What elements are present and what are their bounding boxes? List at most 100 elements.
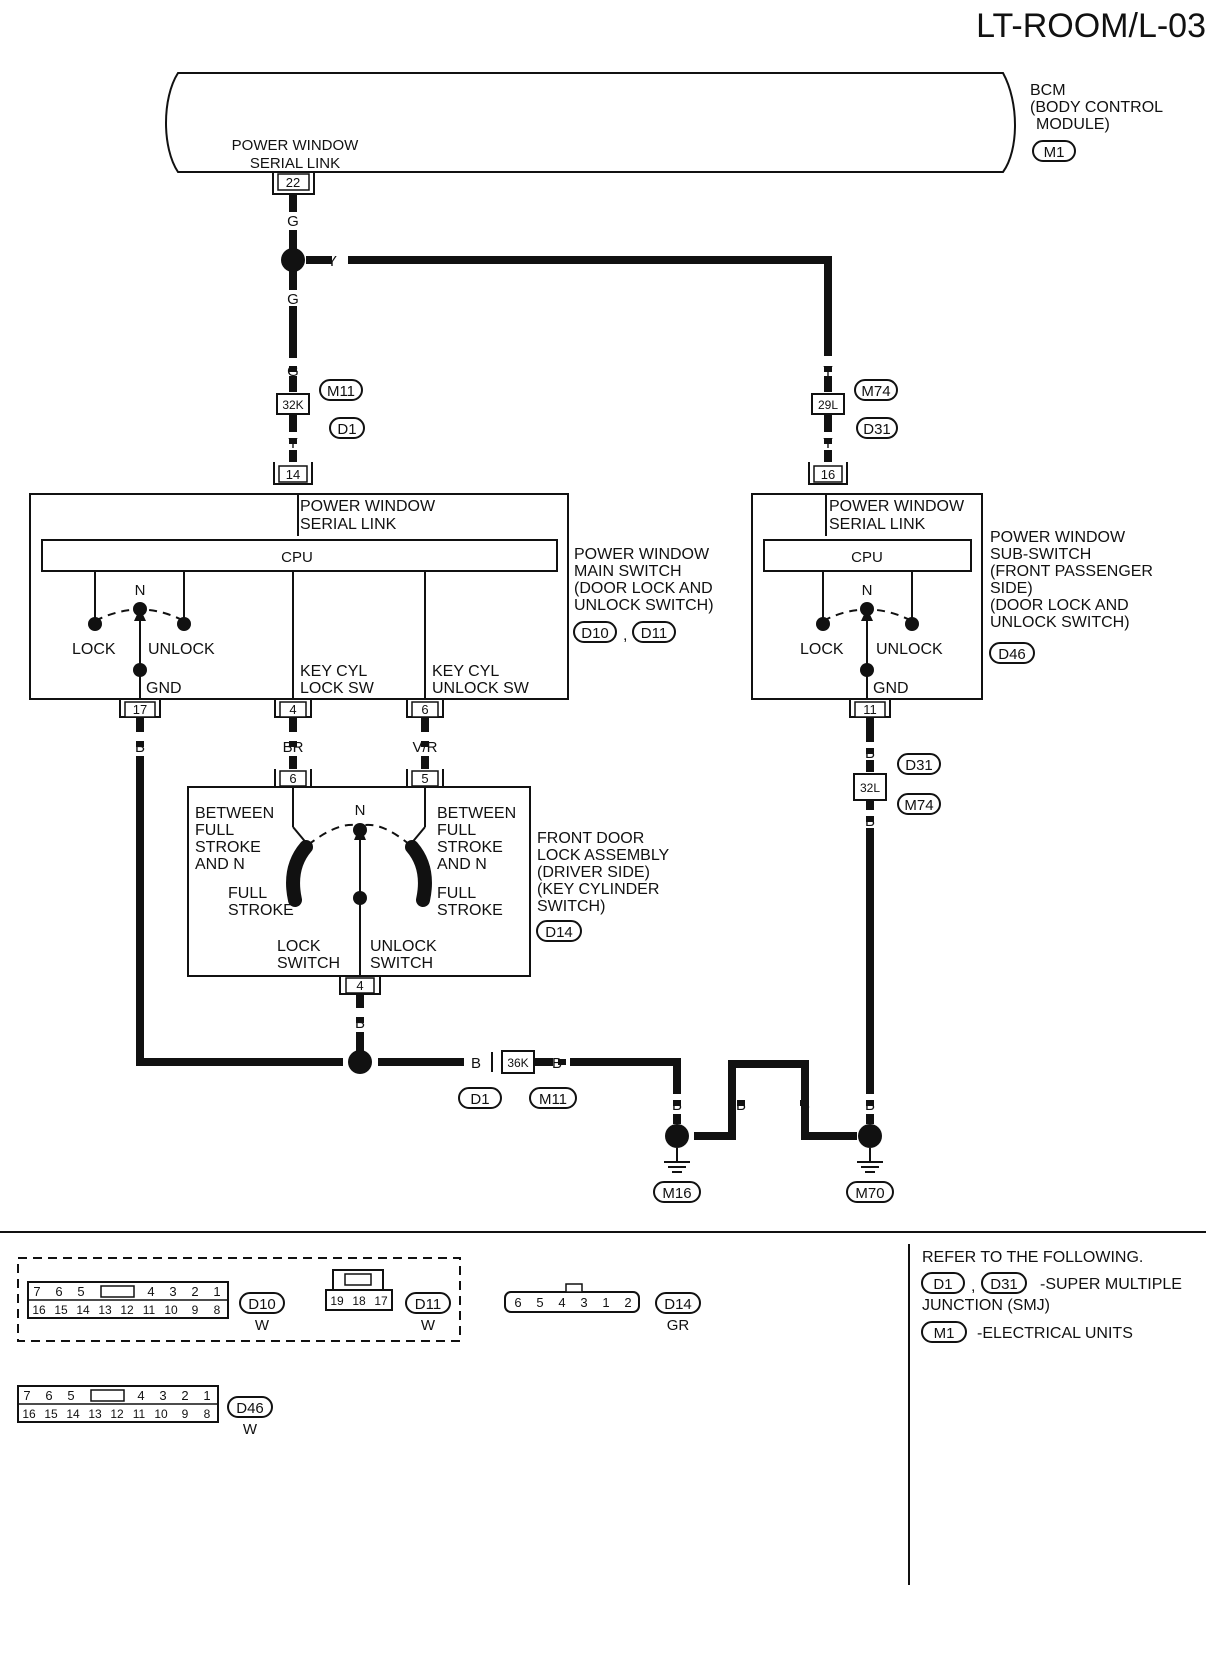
door-full-stroke-right: FULL: [437, 885, 476, 902]
svg-text:D31: D31: [905, 757, 933, 774]
svg-text:6: 6: [289, 771, 296, 786]
main-switch-name-3: (DOOR LOCK AND: [574, 580, 713, 597]
svg-text:13: 13: [98, 1303, 112, 1317]
main-serial-link: POWER WINDOW: [300, 498, 436, 515]
bcm-name-3: MODULE): [1036, 116, 1110, 133]
svg-text:4: 4: [289, 702, 296, 717]
svg-text:W: W: [243, 1421, 258, 1438]
junction-29l: 29L M74 D31: [811, 379, 898, 439]
svg-text:14: 14: [286, 467, 300, 482]
refer-eu-tag: M1: [921, 1321, 967, 1343]
svg-text:4: 4: [147, 1284, 154, 1299]
splice-node-g-y: [281, 248, 305, 272]
door-full-stroke-right-2: STROKE: [437, 902, 503, 919]
svg-text:G: G: [287, 291, 299, 308]
door-full-stroke-left: FULL: [228, 885, 267, 902]
svg-text:32L: 32L: [860, 781, 880, 795]
svg-text:D1: D1: [933, 1276, 952, 1293]
wire-color-labels: G Y G G Y Y Y B BR V/R B B B B B B B B B: [135, 213, 875, 1114]
door-right-between-4: AND N: [437, 856, 487, 873]
terminal-17: 17: [119, 699, 161, 718]
d10-top-pins: 7 6 5 4 3 2 1: [33, 1284, 220, 1299]
svg-text:,: ,: [971, 1278, 975, 1295]
svg-text:V/R: V/R: [412, 739, 437, 756]
svg-text:W: W: [255, 1317, 270, 1334]
svg-text:2: 2: [624, 1295, 631, 1310]
bcm-connector-tag: M1: [1032, 140, 1076, 162]
svg-text:1: 1: [602, 1295, 609, 1310]
wire-lines: [136, 194, 874, 1140]
svg-text:7: 7: [33, 1284, 40, 1299]
svg-text:D11: D11: [415, 1296, 441, 1313]
main-cpu-label: CPU: [281, 549, 313, 566]
door-lock-box: [187, 786, 531, 977]
svg-text:4: 4: [356, 978, 363, 993]
svg-text:10: 10: [164, 1303, 178, 1317]
bcm-name-2: (BODY CONTROL: [1030, 99, 1163, 116]
door-left-between-3: STROKE: [195, 839, 261, 856]
svg-text:11: 11: [133, 1407, 146, 1421]
terminal-4-door: 4: [339, 976, 381, 995]
svg-text:17: 17: [374, 1294, 388, 1308]
svg-text:D31: D31: [990, 1276, 1018, 1293]
sub-switch-name-2: SUB-SWITCH: [990, 546, 1091, 563]
svg-text:18: 18: [352, 1294, 366, 1308]
terminal-4-main: 4: [274, 699, 312, 718]
wire-marks: [136, 238, 874, 1106]
svg-text:16: 16: [32, 1303, 46, 1317]
main-switch-name-4: UNLOCK SWITCH): [574, 597, 714, 614]
svg-text:B: B: [865, 745, 875, 762]
sub-serial-link-2: SERIAL LINK: [829, 516, 926, 533]
svg-text:GR: GR: [667, 1317, 690, 1334]
svg-text:Y: Y: [823, 363, 833, 380]
sub-serial-link: POWER WINDOW: [829, 498, 965, 515]
junction-36k: 36K D1 M11: [458, 1050, 577, 1109]
sub-gnd-label: GND: [873, 680, 909, 697]
svg-text:1: 1: [213, 1284, 220, 1299]
door-lock-name-2: LOCK ASSEMBLY: [537, 847, 670, 864]
refer-eu-text: -ELECTRICAL UNITS: [977, 1325, 1133, 1342]
svg-text:5: 5: [67, 1388, 74, 1403]
svg-text:B: B: [355, 1015, 365, 1032]
svg-text:D1: D1: [470, 1091, 489, 1108]
svg-text:11: 11: [143, 1303, 156, 1317]
svg-text:17: 17: [133, 702, 147, 717]
sub-switch-name-5: (DOOR LOCK AND: [990, 597, 1129, 614]
sub-switch-name-3: (FRONT PASSENGER: [990, 563, 1153, 580]
svg-text:29L: 29L: [818, 398, 838, 412]
svg-text:B: B: [736, 1097, 746, 1114]
svg-text:G: G: [287, 213, 299, 230]
svg-text:3: 3: [169, 1284, 176, 1299]
refer-smj-text-2: JUNCTION (SMJ): [922, 1297, 1050, 1314]
svg-text:Y: Y: [288, 435, 298, 452]
bcm-name: BCM: [1030, 82, 1066, 99]
terminal-16: 16: [808, 462, 848, 485]
svg-text:B: B: [471, 1055, 481, 1072]
door-lock-contacts: [286, 823, 432, 907]
svg-text:5: 5: [77, 1284, 84, 1299]
connector-view-d11: 19 18 17 D11 W: [325, 1269, 451, 1334]
svg-text:32K: 32K: [282, 398, 303, 412]
main-unlock-label: UNLOCK: [148, 641, 215, 658]
door-left-between: BETWEEN: [195, 805, 274, 822]
sub-switch-name-4: SIDE): [990, 580, 1033, 597]
ground-symbol-left: [653, 1148, 701, 1203]
svg-text:16: 16: [22, 1407, 36, 1421]
svg-text:5: 5: [536, 1295, 543, 1310]
main-serial-link-2: SERIAL LINK: [300, 516, 397, 533]
door-left-between-2: FULL: [195, 822, 234, 839]
d10-bottom-pins: 16 15 14 13 12 11 10 9 8: [32, 1303, 220, 1317]
main-switch-connector-tags: D10 , D11: [573, 621, 676, 644]
door-lock-n: N: [355, 802, 366, 819]
svg-text:M11: M11: [327, 383, 355, 400]
svg-text:M1: M1: [1044, 144, 1065, 161]
svg-text:10: 10: [154, 1407, 168, 1421]
terminal-6-main: 6: [406, 699, 444, 718]
svg-text:2: 2: [181, 1388, 188, 1403]
svg-text:9: 9: [182, 1407, 189, 1421]
svg-text:11: 11: [863, 702, 877, 717]
door-right-between-3: STROKE: [437, 839, 503, 856]
terminal-11: 11: [849, 699, 891, 718]
refer-title: REFER TO THE FOLLOWING.: [922, 1249, 1143, 1266]
